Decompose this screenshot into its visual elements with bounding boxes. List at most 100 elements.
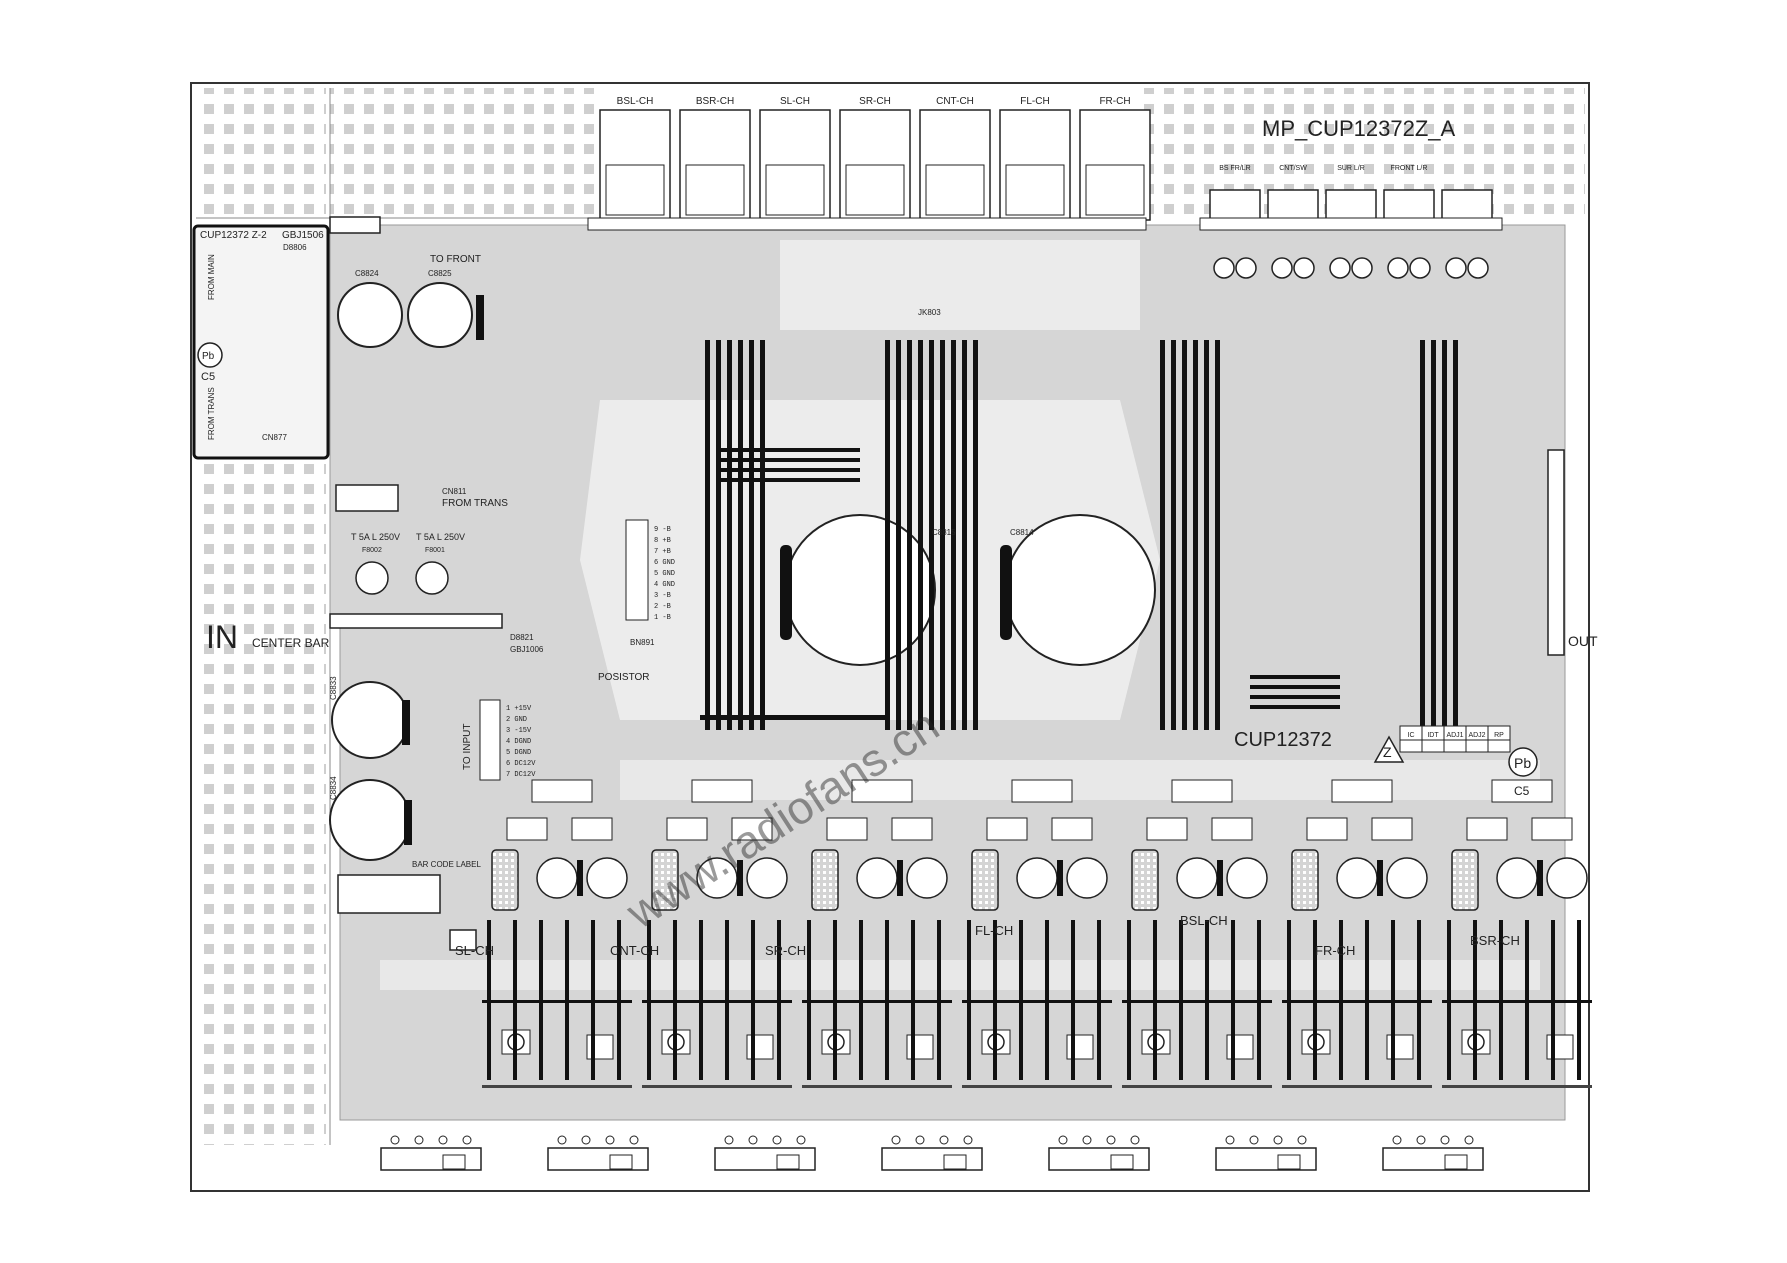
rca-jack [1209,189,1261,279]
revision-table [1399,725,1511,753]
bus-trace [700,715,890,720]
pin-label-bn891: 4 GND [654,581,675,589]
pin-label-bn891: 9 -B [654,526,671,534]
cn877-label: CN877 [262,433,287,442]
bus-trace [705,340,710,730]
fuse-holder [415,561,449,595]
rca-jack [1267,189,1319,279]
bus-trace [720,448,860,452]
white-channel [780,240,1140,330]
rca-jack [1383,189,1435,279]
speaker-connector [1382,1135,1484,1171]
bar-code-label-text: BAR CODE LABEL [412,860,481,869]
top-jack [839,109,911,221]
capacitor-label-c8833: C8833 [329,676,338,700]
bus-trace [1250,675,1340,679]
pin-label-input: 7 DC12V [506,771,536,779]
fuse-holder [355,561,389,595]
bus-trace [720,458,860,462]
speaker-connector [881,1135,983,1171]
revision-table-header: ADJ1 [1446,732,1463,739]
bus-trace [1160,340,1165,730]
gbj1506-label: GBJ1506 [282,230,324,241]
to-input-label: TO INPUT [462,724,473,770]
speaker-connector [380,1135,482,1171]
bus-trace [1431,340,1436,730]
bus-trace [1204,340,1209,730]
pin-header-bn891 [625,519,649,621]
bus-trace [1453,340,1458,730]
grid-area-top [330,88,600,218]
output-stage [1282,779,1432,1088]
capacitor-label-c8815: C8815 [932,528,956,537]
output-stage [962,779,1112,1088]
capacitor-c8824 [337,282,403,348]
output-stage [642,779,792,1088]
bus-trace [727,340,732,730]
pin-header-input [479,699,501,781]
bus-trace [940,340,945,730]
channel-label: CNT-CH [610,943,659,958]
top-jack-label: SR-CH [859,96,891,107]
channel-label: BSR-CH [1470,933,1520,948]
channel-label: FR-CH [1315,943,1355,958]
from-trans-small-label: FROM TRANS [207,387,216,440]
grid-area-top-left [196,88,326,218]
sub-board [192,224,330,460]
c5-mark-right: C5 [1514,784,1530,798]
capacitor-c8834 [329,779,411,861]
bar-code-label-box [337,874,441,914]
speaker-connector [1215,1135,1317,1171]
in-label: IN [206,619,238,655]
channel-label: SL-CH [455,943,494,958]
pb-circle-sub [197,342,223,368]
bus-trace [918,340,923,730]
capacitor-label-c8834: C8834 [329,776,338,800]
top-jack [759,109,831,221]
bus-trace [738,340,743,730]
top-jack-label: FR-CH [1099,96,1130,107]
board-code-label: CUP12372 [1234,729,1332,751]
bus-trace [929,340,934,730]
fuse-rating-1: T 5A L 250V [351,532,400,542]
white-channel [380,960,1540,990]
top-jack [679,109,751,221]
from-main-label: FROM MAIN [207,254,216,300]
bus-trace [1250,685,1340,689]
capacitor-c8815 [784,514,936,666]
bn891-label: BN891 [630,638,655,647]
warning-triangle [1373,735,1405,763]
cn811-label: CN811 [442,487,467,496]
bus-trace [1182,340,1187,730]
pin-label-bn891: 7 +B [654,548,671,556]
output-stage [1122,779,1272,1088]
capacitor-c8833 [331,681,409,759]
fuse-ref-1: F8002 [362,547,382,554]
channel-label: SR-CH [765,943,806,958]
top-jack-row [587,109,1151,231]
rca-jack [1325,189,1377,279]
pin-label-bn891: 3 -B [654,592,671,600]
out-connector [1547,449,1565,656]
top-jack [919,109,991,221]
bus-trace [1215,340,1220,730]
bus-trace [720,478,860,482]
cn811-block [335,484,399,512]
speaker-connector [547,1135,649,1171]
to-front-label: TO FRONT [430,254,481,265]
pin-label-input: 1 +15V [506,705,532,713]
top-jack-label: BSR-CH [696,96,734,107]
pin-label-input: 5 DGND [506,749,531,757]
top-jack [1079,109,1151,221]
from-trans-label: FROM TRANS [442,498,508,509]
fuse-ref-2: F8001 [425,547,445,554]
c5-mark-sub: C5 [201,371,215,383]
bus-trace [973,340,978,730]
rca-jack [1441,189,1493,279]
top-jack-label: SL-CH [780,96,810,107]
output-stages [449,779,1592,1088]
jk803-label: JK803 [918,308,941,317]
